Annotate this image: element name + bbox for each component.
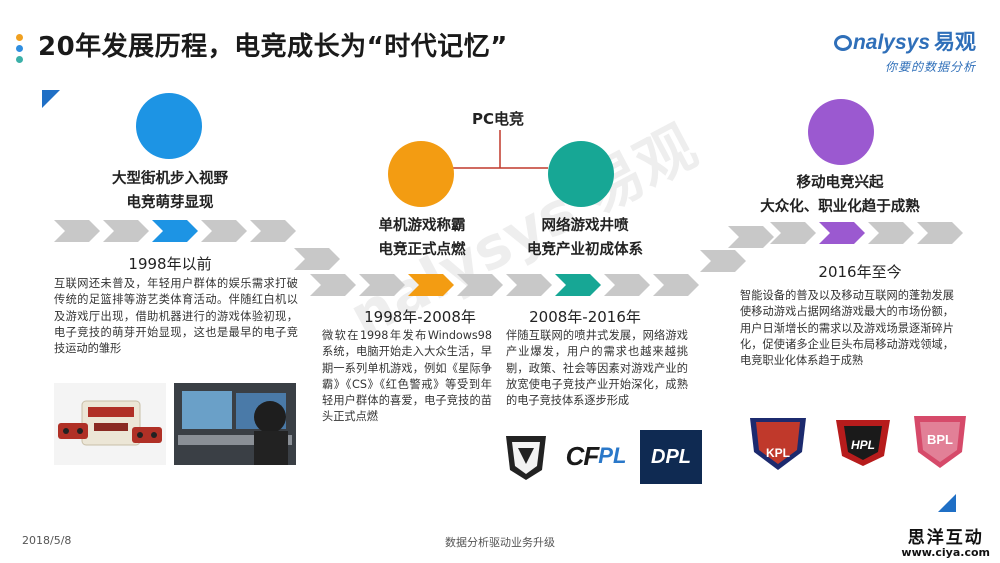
stage2-year: 1998年-2008年 — [364, 308, 476, 326]
pro-league-logo — [500, 430, 552, 484]
stage2-circle — [388, 141, 454, 207]
timeline-chevron — [152, 220, 198, 242]
stage4-desc: 智能设备的普及以及移动互联网的蓬勃发展使移动游戏占据网络游戏最大的市场份额，用户… — [740, 289, 954, 368]
timeline-chevron — [728, 226, 774, 248]
timeline-chevron — [359, 274, 405, 296]
stage3-circle — [548, 141, 614, 207]
timeline-chevron — [917, 222, 963, 244]
timeline-chevron — [294, 248, 340, 270]
timeline-chevron — [653, 274, 699, 296]
corner-triangle-top-left — [42, 90, 60, 108]
timeline-chevron — [54, 220, 100, 242]
footer-tagline: 数据分析驱动业务升级 — [445, 536, 555, 549]
hpl-logo-text: HPL — [851, 438, 875, 452]
timeline-chevron — [310, 274, 356, 296]
brand-slogan: 你要的数据分析 — [884, 60, 976, 74]
bpl-logo-text: BPL — [927, 432, 953, 447]
dot-teal — [16, 56, 23, 63]
timeline-chevron — [506, 274, 552, 296]
title-dots — [16, 34, 24, 67]
stage1-circle — [136, 93, 202, 159]
cfpl-logo: CF PL — [560, 434, 632, 478]
arcade-machine-image — [174, 383, 296, 465]
stage1-desc: 互联网还未普及，年轻用户群体的娱乐需求打破传统的足篮排等游艺类体育活动。伴随红白… — [54, 277, 298, 356]
timeline-chevron — [819, 222, 865, 244]
timeline-chevron — [555, 274, 601, 296]
brand-a-icon — [833, 35, 852, 51]
dpl-logo: DPL — [640, 430, 702, 484]
timeline-chevron — [604, 274, 650, 296]
cfpl-logo-text: CF — [565, 440, 600, 471]
dpl-logo-text: DPL — [651, 445, 691, 468]
stage2-desc: 微软在1998年发布Windows98系统，电脑开始走入大众生活，早期一系列单机… — [322, 329, 492, 424]
cfpl-logo-suffix: PL — [598, 443, 627, 468]
footer-date: 2018/5/8 — [22, 534, 72, 547]
timeline-chevron — [103, 220, 149, 242]
bpl-logo: BPL — [908, 406, 972, 472]
timeline-chevron — [700, 250, 746, 272]
stage4-year: 2016年至今 — [818, 263, 902, 281]
stage4-circle — [808, 99, 874, 165]
footer-mark-cn: 思洋互动 — [907, 528, 984, 548]
footer-watermark: 思洋互动 www.ciya.com — [901, 523, 990, 559]
famicom-console-image — [54, 383, 166, 465]
timeline-chevron — [408, 274, 454, 296]
pc-esports-label: PC电竞 — [472, 110, 525, 128]
brand-cn: 易观 — [934, 31, 976, 54]
timeline-chevron — [770, 222, 816, 244]
timeline-chevron — [201, 220, 247, 242]
stage4-title: 移动电竞兴起 大众化、职业化趋于成熟 — [760, 175, 920, 215]
hpl-logo: HPL — [830, 412, 896, 468]
dot-orange — [16, 34, 23, 41]
stage3-year: 2008年-2016年 — [529, 308, 641, 326]
stage1-year: 1998年以前 — [128, 255, 212, 273]
kpl-logo: KPL — [742, 412, 814, 474]
kpl-logo-text: KPL — [766, 446, 790, 460]
dot-blue — [16, 45, 23, 52]
footer-mark-url: www.ciya.com — [901, 546, 990, 559]
corner-triangle-bottom-right — [938, 494, 956, 512]
stage1-title: 大型街机步入视野 电竞萌芽显现 — [112, 171, 228, 211]
stage3-desc: 伴随互联网的喷井式发展，网络游戏产业爆发，用户的需求也越来越挑剔，政策、社会等因… — [506, 329, 688, 408]
brand-name: nalysys — [852, 31, 930, 54]
page-title: 20年发展历程，电竞成长为“时代记忆” — [38, 32, 508, 62]
timeline-chevron — [868, 222, 914, 244]
stage2-title: 单机游戏称霸 电竞正式点燃 — [378, 218, 466, 258]
timeline-chevron — [457, 274, 503, 296]
timeline-chevron — [250, 220, 296, 242]
stage3-title: 网络游戏井喷 电竞产业初成体系 — [527, 218, 643, 258]
